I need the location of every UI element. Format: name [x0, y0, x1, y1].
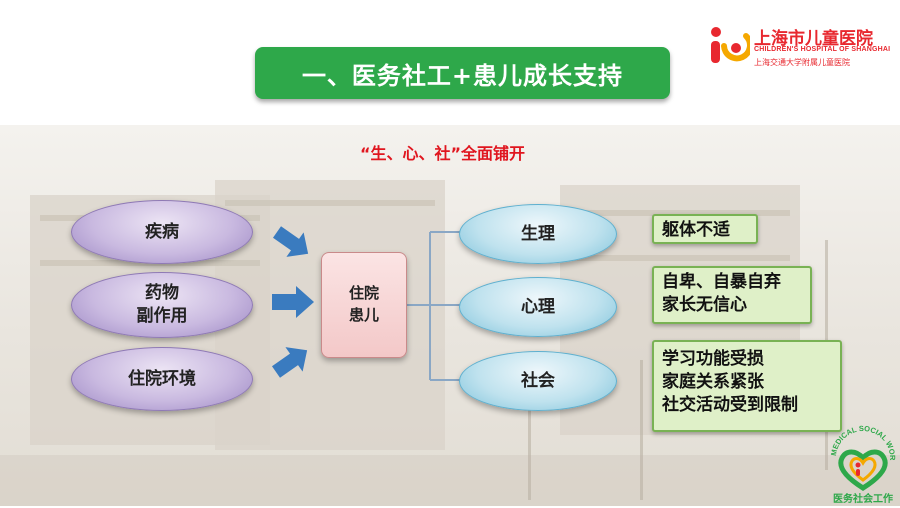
- medical-social-work-logo-icon: MEDICAL SOCIAL WORK: [825, 411, 897, 491]
- effect-text: 自卑、自暴自弃: [662, 272, 781, 292]
- page-title-banner: 一、医务社工+患儿成长支持: [255, 47, 670, 99]
- dimension-label: 社会: [521, 370, 555, 391]
- cause-ellipse-drug-side-effects: 药物 副作用: [71, 272, 253, 338]
- background-window-band: [570, 210, 790, 216]
- page-title: 一、医务社工+患儿成长支持: [301, 61, 624, 90]
- effect-text: 社交活动受到限制: [662, 394, 798, 415]
- center-label: 患儿: [348, 306, 379, 324]
- background-tree: [528, 370, 531, 500]
- effect-box-physiological: 躯体不适: [652, 214, 758, 244]
- hospital-affiliation: 上海交通大学附属儿童医院: [754, 58, 850, 67]
- cause-label: 副作用: [136, 306, 188, 326]
- cause-ellipse-disease: 疾病: [71, 200, 253, 264]
- hospital-name-english: CHILDREN'S HOSPITAL OF SHANGHAI: [754, 46, 891, 53]
- dimension-ellipse-psychological: 心理: [459, 277, 617, 337]
- cause-label: 住院环境: [128, 368, 196, 389]
- effect-box-social: 学习功能受损 家庭关系紧张 社交活动受到限制: [652, 340, 842, 432]
- effect-text: 躯体不适: [662, 220, 730, 240]
- hospital-logo-icon: [711, 27, 753, 63]
- background-window-band: [225, 200, 435, 206]
- effect-text: 家长无信心: [662, 294, 747, 315]
- hospital-name: 上海市儿童医院: [754, 29, 873, 49]
- medical-social-work-label: 医务社会工作: [833, 494, 893, 505]
- dimension-label: 生理: [521, 223, 555, 244]
- effect-text: 学习功能受损: [662, 349, 764, 369]
- cause-label: 药物: [145, 283, 179, 304]
- background-window-band: [570, 255, 790, 261]
- medical-social-work-badge: MEDICAL SOCIAL WORK 医务社会工作: [825, 411, 898, 505]
- center-label: 住院: [348, 284, 379, 303]
- dimension-label: 心理: [521, 296, 555, 317]
- cause-ellipse-hospital-environment: 住院环境: [71, 347, 253, 411]
- effect-box-psychological: 自卑、自暴自弃 家长无信心: [652, 266, 812, 324]
- cause-label: 疾病: [145, 221, 179, 242]
- hospital-logo: 上海市儿童医院 CHILDREN'S HOSPITAL OF SHANGHAI …: [706, 22, 896, 77]
- center-box-inpatient-child: 住院 患儿: [321, 252, 407, 358]
- effect-text: 家庭关系紧张: [662, 371, 764, 392]
- background-tree: [640, 360, 643, 500]
- background-ground: [0, 455, 900, 506]
- diagram-subtitle: “生、心、社”全面铺开: [360, 144, 526, 163]
- dimension-ellipse-physiological: 生理: [459, 204, 617, 264]
- dimension-ellipse-social: 社会: [459, 351, 617, 411]
